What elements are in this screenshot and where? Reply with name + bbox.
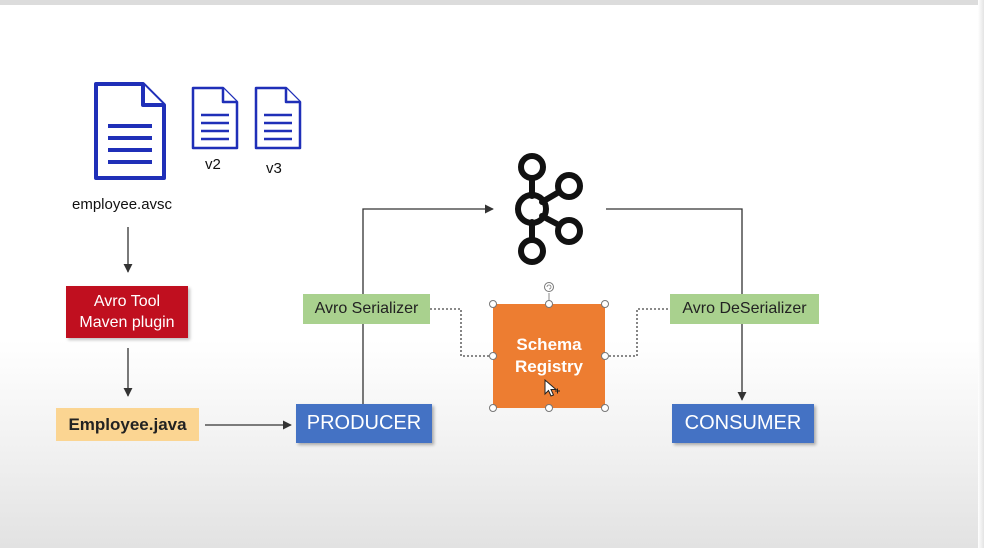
resize-handle-top-right[interactable] <box>601 300 609 308</box>
producer-label: PRODUCER <box>306 412 422 434</box>
kafka-logo-icon <box>515 153 583 265</box>
move-cursor-icon <box>544 379 560 397</box>
consumer-box: CONSUMER <box>672 404 814 443</box>
document-icon-v2 <box>191 86 239 150</box>
schema-registry-line1: Schema <box>516 335 582 354</box>
resize-handle-top-left[interactable] <box>489 300 497 308</box>
file-label-v3: v3 <box>266 160 282 177</box>
top-border <box>0 0 984 5</box>
resize-handle-bottom-left[interactable] <box>489 404 497 412</box>
file-label-v2: v2 <box>205 156 221 173</box>
right-edge <box>978 0 984 548</box>
arrow-producer-to-kafka <box>362 204 494 404</box>
avro-tool-line2: Maven plugin <box>79 314 175 331</box>
avro-serializer-box: Avro Serializer <box>303 294 430 324</box>
schema-registry-line2: Registry <box>514 357 584 376</box>
resize-handle-bottom-center[interactable] <box>545 404 553 412</box>
avro-deserializer-label: Avro DeSerializer <box>682 300 807 317</box>
dotted-serializer-to-registry <box>430 308 493 357</box>
resize-handle-middle-right[interactable] <box>601 352 609 360</box>
resize-handle-middle-left[interactable] <box>489 352 497 360</box>
employee-java-label: Employee.java <box>68 414 187 434</box>
document-icon-v3 <box>254 86 302 150</box>
resize-handle-bottom-right[interactable] <box>601 404 609 412</box>
employee-java-box: Employee.java <box>56 408 199 441</box>
arrow-kafka-to-consumer <box>606 208 747 401</box>
document-icon-main <box>94 82 166 180</box>
file-label-employee-avsc: employee.avsc <box>72 196 173 213</box>
consumer-label: CONSUMER <box>684 412 802 434</box>
avro-tool-maven-plugin-box: Avro Tool Maven plugin <box>66 286 188 338</box>
avro-deserializer-box: Avro DeSerializer <box>670 294 819 324</box>
avro-tool-line1: Avro Tool <box>93 293 161 310</box>
resize-handle-top-center[interactable] <box>545 300 553 308</box>
dotted-registry-to-deserializer <box>605 308 670 357</box>
producer-box: PRODUCER <box>296 404 432 443</box>
avro-serializer-label: Avro Serializer <box>314 300 419 317</box>
